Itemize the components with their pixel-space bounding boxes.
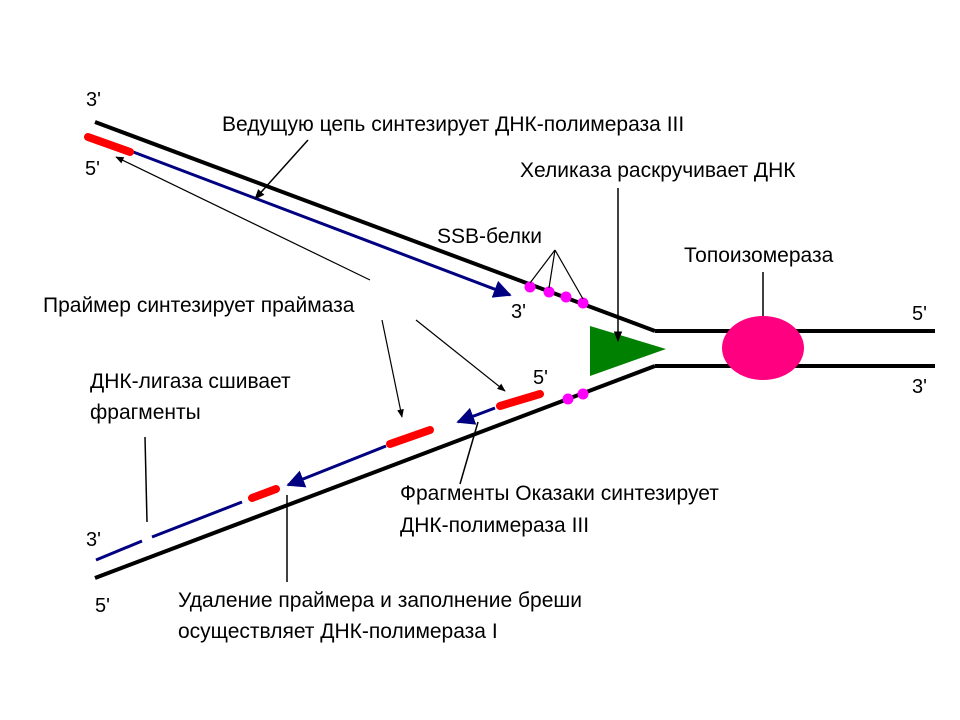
primase-label: Праймер синтезирует праймаза bbox=[43, 294, 355, 317]
okazaki-fragment-4 bbox=[95, 539, 143, 562]
ligase-label-line-1: ДНК-лигаза сшивает bbox=[90, 370, 291, 393]
ssb-protein bbox=[524, 281, 536, 293]
helicase-label: Хеликаза раскручивает ДНК bbox=[520, 159, 796, 182]
ssb-label: SSB-белки bbox=[437, 225, 542, 248]
primer-label-pointer bbox=[415, 319, 506, 392]
leading-strand bbox=[127, 148, 512, 298]
topoisomerase-label: Топоизомераза bbox=[684, 244, 834, 267]
ssb-label-pointer bbox=[554, 249, 584, 300]
right-5-prime-label: 5' bbox=[912, 303, 927, 325]
ligase-label-pointer bbox=[144, 436, 148, 523]
primer-label-pointer bbox=[115, 156, 371, 281]
lagging-5-prime-label: 5' bbox=[533, 367, 548, 389]
lower-3-prime-label: 3' bbox=[86, 529, 101, 551]
leading-label-pointer bbox=[254, 139, 309, 200]
ssb-protein bbox=[577, 297, 589, 309]
ssb-label-pointer bbox=[548, 249, 556, 289]
lower-template-strand bbox=[94, 364, 656, 580]
okazaki-label-line-2: ДНК-полимераза III bbox=[400, 514, 589, 537]
ssb-protein bbox=[562, 393, 574, 405]
okazaki-label-line-1: Фрагменты Оказаки синтезирует bbox=[400, 482, 719, 505]
primer-label-pointer bbox=[381, 319, 404, 418]
ssb-protein bbox=[560, 291, 572, 303]
okazaki-fragment-3 bbox=[151, 500, 243, 539]
leading-strand-label: Ведущую цепь синтезирует ДНК-полимераза … bbox=[222, 113, 684, 136]
ligase-label-line-2: фрагменты bbox=[90, 401, 201, 424]
lagging-primer-3 bbox=[248, 485, 280, 502]
ssb-protein bbox=[543, 286, 555, 298]
okazaki-fragment-1 bbox=[456, 406, 496, 425]
removal-label-line-1: Удаление праймера и заполнение бреши bbox=[178, 589, 582, 612]
upper-3-prime-label: 3' bbox=[86, 89, 101, 111]
helicase bbox=[590, 326, 666, 376]
lagging-primer-2 bbox=[386, 426, 434, 448]
topoisomerase bbox=[722, 316, 804, 380]
right-3-prime-label: 3' bbox=[912, 376, 927, 398]
upper-5-prime-label: 5' bbox=[85, 158, 100, 180]
lower-5-prime-label: 5' bbox=[95, 595, 110, 617]
leading-3-prime-label: 3' bbox=[511, 301, 526, 323]
ssb-label-pointer bbox=[529, 249, 556, 284]
ssb-protein bbox=[577, 388, 589, 400]
removal-label-line-2: осуществляет ДНК-полимераза I bbox=[178, 620, 498, 643]
lagging-primer-1 bbox=[496, 390, 544, 410]
okazaki-fragment-2 bbox=[286, 444, 387, 488]
leading-primer bbox=[84, 133, 134, 156]
okazaki-label-pointer bbox=[459, 421, 479, 485]
